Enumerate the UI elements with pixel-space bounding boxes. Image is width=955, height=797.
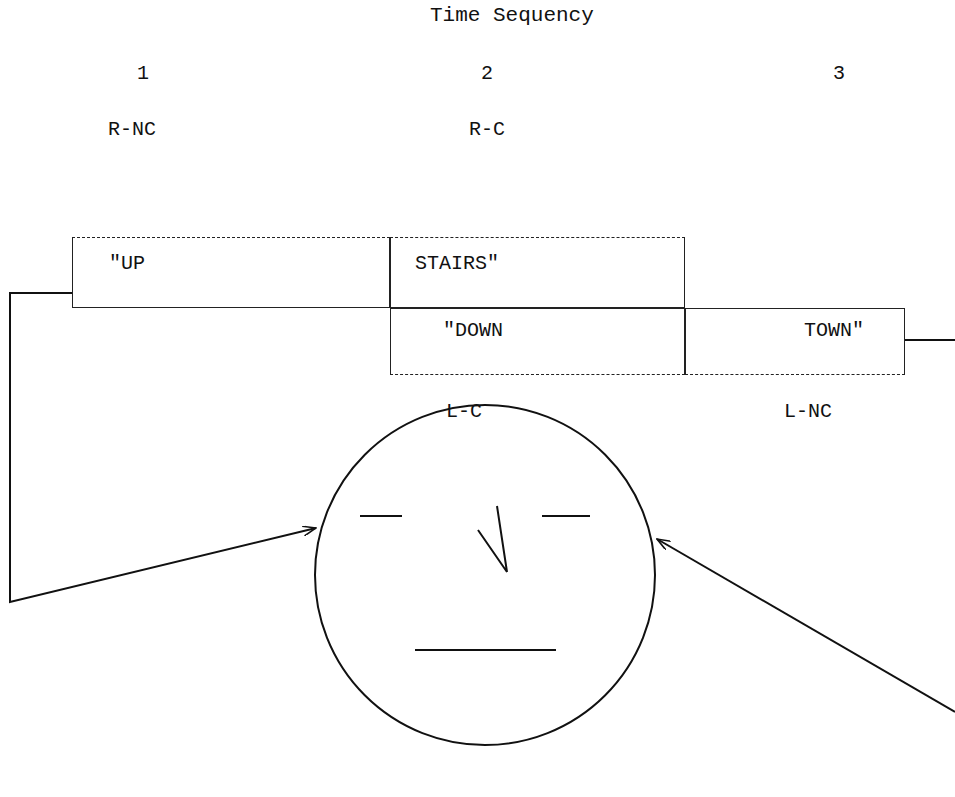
box-text: TOWN" (804, 319, 864, 342)
sequence-box: STAIRS" (390, 237, 685, 308)
face-circle (315, 405, 655, 745)
phase-label: L-NC (784, 400, 832, 423)
sequence-box: TOWN" (685, 308, 905, 375)
box-text: STAIRS" (415, 252, 499, 275)
phase-label: R-C (469, 118, 505, 141)
leader-line (905, 339, 955, 341)
nose (478, 506, 507, 572)
box-text: "DOWN (443, 319, 503, 342)
leader-line (657, 539, 955, 712)
diagram-title: Time Sequency (430, 4, 594, 27)
step-number: 1 (137, 62, 149, 85)
phase-label: R-NC (108, 118, 156, 141)
sequence-box: "UP (72, 237, 390, 308)
step-number: 2 (481, 62, 493, 85)
box-text: "UP (109, 252, 145, 275)
phase-label: L-C (446, 400, 482, 423)
leader-line (10, 293, 316, 602)
mouth (415, 649, 556, 651)
sequence-box: "DOWN (390, 308, 685, 375)
eye (542, 515, 590, 517)
eye (360, 515, 402, 517)
step-number: 3 (833, 62, 845, 85)
